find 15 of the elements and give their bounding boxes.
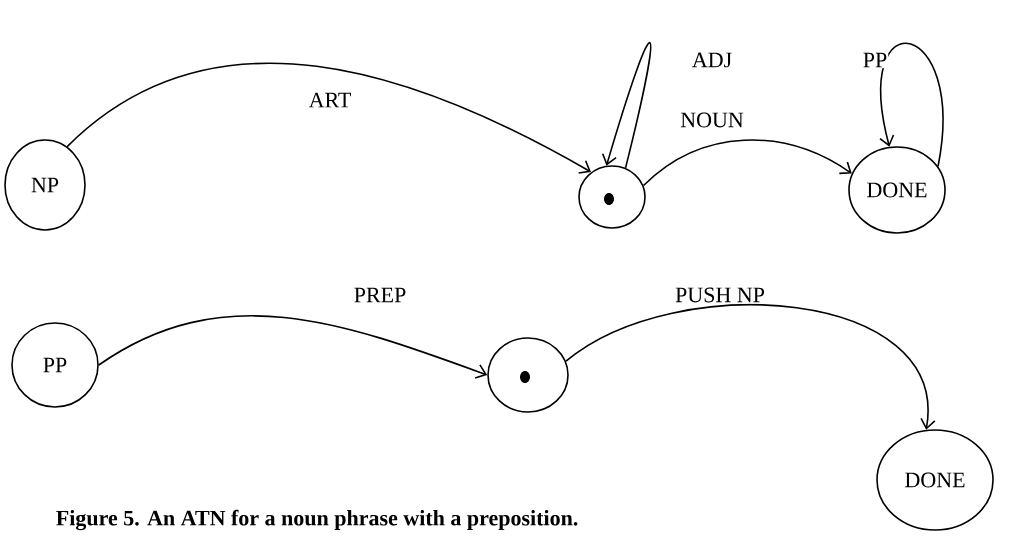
state-circle <box>487 337 569 413</box>
caption: Figure 5. An ATN for a noun phrase with a preposition. <box>56 509 578 531</box>
arrow <box>879 42 944 168</box>
edge-label: PREP <box>352 286 408 304</box>
arrow <box>565 304 936 430</box>
arrow <box>98 315 488 379</box>
edge-label: NOUN <box>679 111 745 129</box>
arrow <box>642 139 852 187</box>
edge-label: PP <box>861 51 889 69</box>
arrow <box>66 62 592 174</box>
edge-label: PUSH NP <box>674 286 766 304</box>
arrow <box>601 41 652 169</box>
edge-label: ART <box>307 91 353 109</box>
edge-label: ADJ <box>690 51 734 69</box>
state-circle <box>578 165 646 229</box>
